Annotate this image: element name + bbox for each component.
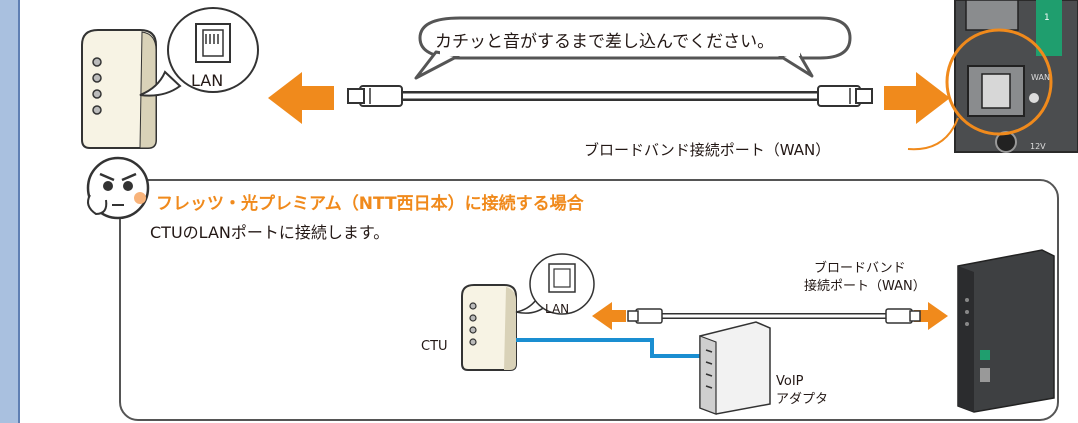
wan-leader-line (907, 117, 959, 151)
arrow-left-icon (268, 72, 334, 124)
router-green-strip (1036, 0, 1062, 56)
small-arrow-right-icon (914, 302, 948, 330)
voip-label-line1: VoIP (776, 374, 804, 389)
ntt-box-frame (119, 179, 1059, 421)
router-port-number: 1 (1044, 13, 1050, 23)
ctu-voip-cable (516, 338, 704, 358)
ntt-title: フレッツ・光プレミアム（NTT西日本）に接続する場合 (156, 193, 585, 214)
voip-label-line2: アダプタ (776, 392, 828, 407)
lan-port-icon (195, 23, 231, 63)
ntt-description: CTUのLANポートに接続します。 (150, 223, 389, 242)
lan-label: LAN (191, 71, 223, 90)
cable-plug-right-icon (817, 85, 873, 107)
left-rail-edge (18, 0, 20, 423)
router-closeup (945, 0, 1078, 153)
wan-label-line2: 接続ポート（WAN） (804, 278, 926, 294)
router-device (957, 249, 1055, 413)
ctu-device (461, 284, 517, 371)
cable-plug-left-icon (347, 85, 403, 107)
lan-port-bubble (139, 7, 259, 97)
bottom-lan-cable (627, 308, 921, 324)
wan-label-line1: ブロードバンド (814, 260, 906, 276)
speech-bubble (414, 16, 852, 80)
voip-adapter (699, 321, 771, 415)
ctu-label: CTU (421, 339, 448, 354)
router-voltage: 12V (1030, 142, 1046, 151)
speech-text: カチッと音がするまで差し込んでください。 (435, 32, 774, 52)
left-rail (0, 0, 18, 423)
router-port-label: WAN (1031, 73, 1050, 82)
top-lan-cable (347, 85, 873, 107)
ctu-lan-bubble (515, 253, 595, 315)
ctu-lan-port-icon (548, 263, 576, 293)
top-left-device (81, 29, 157, 149)
arrow-right-icon (884, 72, 950, 124)
small-arrow-left-icon (592, 302, 626, 330)
thinking-face-icon (86, 156, 150, 220)
wan-port-highlight (945, 28, 1053, 136)
wan-port-label: ブロードバンド接続ポート（WAN） (584, 141, 830, 159)
ctu-lan-label: LAN (545, 302, 569, 316)
